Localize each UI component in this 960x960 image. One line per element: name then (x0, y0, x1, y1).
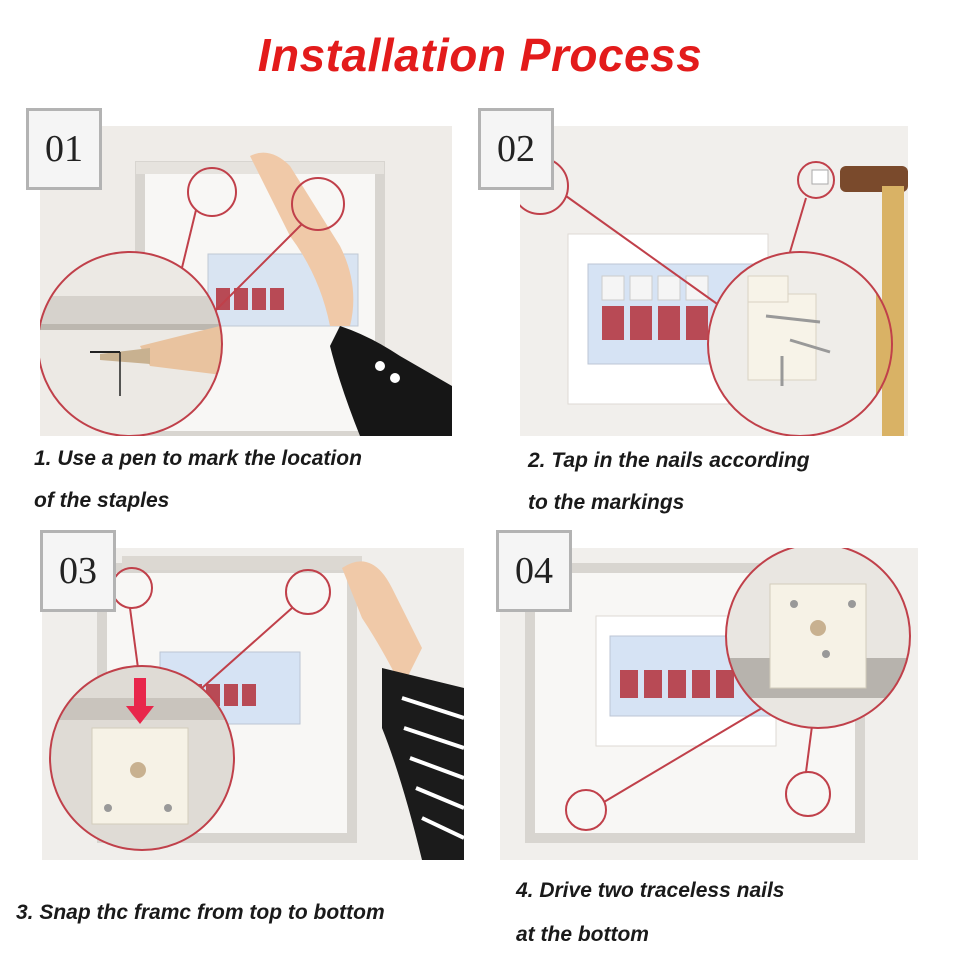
step-3-caption-line1: 3. Snap thc framc from top to bottom (16, 901, 385, 924)
step-4-badge: 04 (496, 530, 572, 612)
step-2-image (520, 126, 908, 436)
page-title: Installation Process (257, 29, 703, 81)
step-1-caption-line2: of the staples (34, 489, 170, 512)
step-4-image (500, 548, 918, 860)
step-2-badge: 02 (478, 108, 554, 190)
step-1-caption-line1: 1. Use a pen to mark the location (34, 447, 362, 470)
step-2-caption-line1: 2. Tap in the nails according (528, 449, 810, 472)
step-3-badge: 03 (40, 530, 116, 612)
step-2-caption-line2: to the markings (528, 491, 685, 514)
step-1-image (40, 126, 452, 436)
step-4-caption-line1: 4. Drive two traceless nails (516, 879, 785, 902)
step-4-caption-line2: at the bottom (516, 923, 649, 946)
step-1-badge: 01 (26, 108, 102, 190)
